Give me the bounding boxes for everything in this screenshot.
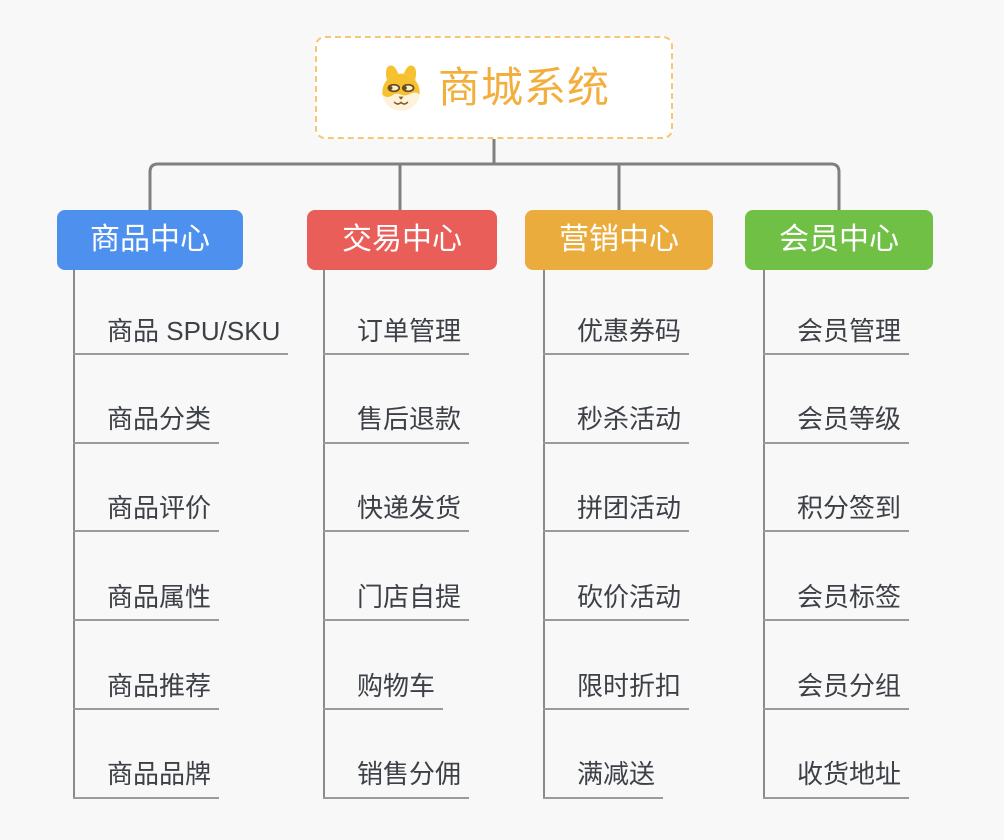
child-topic[interactable]: 购物车 [323,621,444,710]
child-topic[interactable]: 门店自提 [323,532,470,622]
branch-label: 营销中心 [559,223,679,256]
trade-center-children: 订单管理 售后退款 快递发货 门店自提 购物车 销售分佣 [323,266,470,799]
child-topic[interactable]: 限时折扣 [543,621,690,710]
shiba-dog-icon [382,65,420,111]
child-topic[interactable]: 会员等级 [763,355,910,444]
child-topic[interactable]: 销售分佣 [323,710,470,799]
child-topic[interactable]: 售后退款 [323,355,470,444]
child-topic[interactable]: 拼团活动 [543,444,690,533]
goods-center-children: 商品 SPU/SKU 商品分类 商品评价 商品属性 商品推荐 商品品牌 [73,266,289,799]
branch-label: 交易中心 [342,223,462,256]
member-center-children: 会员管理 会员等级 积分签到 会员标签 会员分组 收货地址 [763,266,910,799]
child-topic[interactable]: 快递发货 [323,444,470,533]
child-topic[interactable]: 秒杀活动 [543,355,690,444]
root-node[interactable]: 商城系统 [315,36,673,139]
child-topic[interactable]: 商品推荐 [73,621,220,710]
child-topic[interactable]: 优惠券码 [543,266,690,355]
marketing-center-children: 优惠券码 秒杀活动 拼团活动 砍价活动 限时折扣 满减送 [543,266,690,799]
child-topic[interactable]: 收货地址 [763,710,910,799]
branch-node-trade-center[interactable]: 交易中心 [307,210,497,270]
child-topic[interactable]: 商品属性 [73,532,220,622]
child-topic[interactable]: 会员分组 [763,621,910,710]
branch-label: 商品中心 [90,223,210,256]
branch-node-goods-center[interactable]: 商品中心 [57,210,243,270]
child-topic[interactable]: 商品分类 [73,355,220,444]
child-topic[interactable]: 订单管理 [323,266,470,355]
child-topic[interactable]: 会员管理 [763,266,910,355]
branch-label: 会员中心 [779,223,899,256]
child-topic[interactable]: 砍价活动 [543,532,690,622]
root-title: 商城系统 [437,63,610,111]
branch-node-marketing-center[interactable]: 营销中心 [525,210,713,270]
branch-node-member-center[interactable]: 会员中心 [745,210,933,270]
child-topic[interactable]: 满减送 [543,710,664,799]
child-topic[interactable]: 商品评价 [73,444,220,533]
child-topic[interactable]: 会员标签 [763,532,910,622]
child-topic[interactable]: 商品 SPU/SKU [73,266,289,355]
child-topic[interactable]: 积分签到 [763,444,910,533]
child-topic[interactable]: 商品品牌 [73,710,220,799]
